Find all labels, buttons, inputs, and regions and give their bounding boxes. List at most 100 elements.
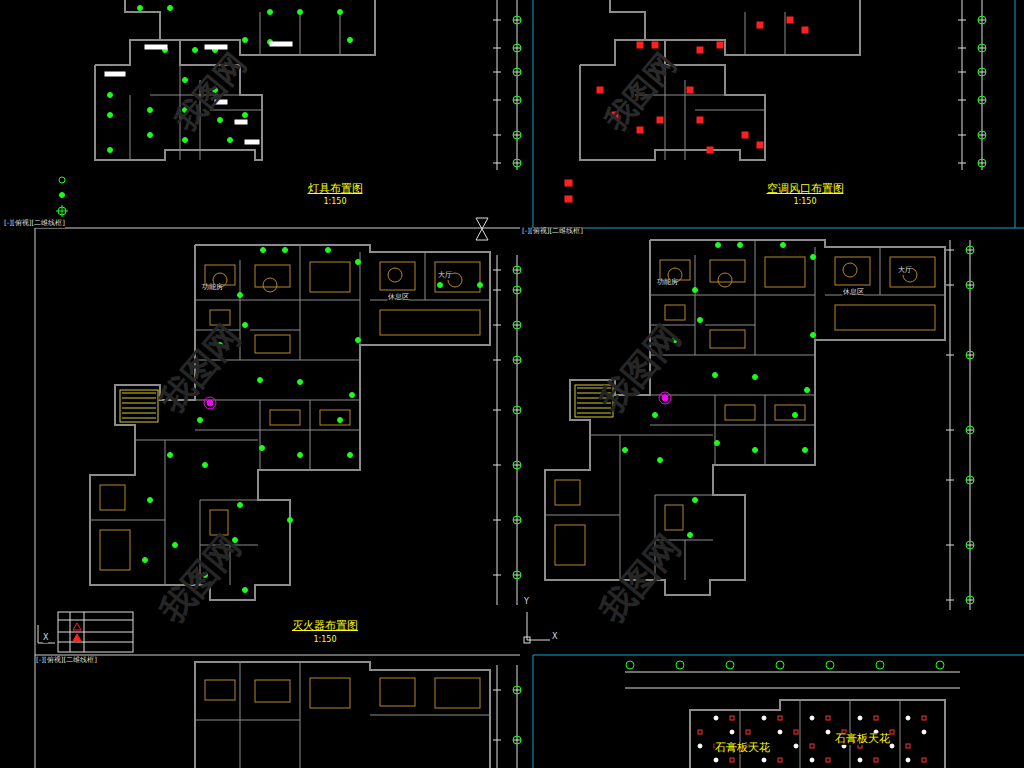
wall-line <box>695 255 696 355</box>
grid-bubble <box>513 286 521 294</box>
extinguisher-dot <box>198 418 203 423</box>
grid-bubble <box>978 16 986 24</box>
legend-symbol <box>73 623 81 630</box>
light-dot <box>218 118 223 123</box>
ceiling-light <box>858 758 862 762</box>
hydrant-symbol <box>662 395 668 401</box>
wall-line <box>195 720 300 721</box>
dimension-line <box>517 0 518 170</box>
dimension-tick <box>966 250 974 251</box>
grid-bubble <box>966 596 974 604</box>
wall-line <box>90 520 165 521</box>
extinguisher-dot <box>698 318 703 323</box>
extinguisher-dot <box>753 448 758 453</box>
dimension-line <box>982 0 983 170</box>
light-panel <box>145 45 167 49</box>
wall-line <box>685 540 686 580</box>
light-dot <box>243 113 248 118</box>
wall-line <box>685 80 686 160</box>
dimension-tick <box>978 163 986 164</box>
light-dot <box>183 138 188 143</box>
scale-text: 1:150 <box>313 636 336 645</box>
furniture <box>835 257 870 285</box>
wall-line <box>785 12 786 55</box>
light-dot <box>348 38 353 43</box>
wall-line <box>300 12 301 55</box>
extinguisher-dot <box>348 453 353 458</box>
grid-bubble <box>978 96 986 104</box>
furniture <box>843 263 857 277</box>
ceiling-note: 石膏板天花 <box>715 742 770 754</box>
axis-icon <box>527 612 528 640</box>
extinguisher-dot <box>805 388 810 393</box>
ceiling-light <box>762 758 766 762</box>
extinguisher-dot <box>738 243 743 248</box>
wall-line <box>425 252 426 300</box>
ceiling-light <box>746 730 750 734</box>
furniture <box>890 257 935 287</box>
ceiling-light <box>762 716 766 720</box>
legend-table <box>58 632 133 633</box>
grid-bubble <box>513 16 521 24</box>
extinguisher-dot <box>356 338 361 343</box>
extinguisher-dot <box>143 558 148 563</box>
vent-mark <box>637 42 643 48</box>
wall-line <box>260 12 261 55</box>
dimension-tick <box>513 690 521 691</box>
frame-line <box>35 228 520 229</box>
hydrant-symbol <box>659 392 671 404</box>
ceiling-light <box>858 716 862 720</box>
viewport-label: [-][俯视][二维线框] <box>522 228 583 236</box>
wall-line <box>300 245 301 360</box>
ceiling-light <box>826 730 830 734</box>
extinguisher-dot <box>298 380 303 385</box>
extinguisher-dot <box>688 533 693 538</box>
extinguisher-dot <box>243 323 248 328</box>
furniture <box>665 305 685 320</box>
ceiling-light <box>810 744 814 748</box>
dimension-line <box>517 255 518 605</box>
extinguisher-dot <box>258 378 263 383</box>
extinguisher-dot <box>203 463 208 468</box>
grid-bubble <box>966 426 974 434</box>
wall-line <box>130 95 131 160</box>
grid-bubble <box>626 661 634 669</box>
section-mark <box>476 218 488 240</box>
dimension-tick <box>513 360 521 361</box>
furniture <box>710 260 745 282</box>
furniture <box>255 335 290 353</box>
wall-line <box>650 295 755 296</box>
wall-line <box>210 110 262 111</box>
wall-line <box>95 40 160 65</box>
legend-symbol <box>565 196 572 202</box>
wall-line <box>765 395 766 465</box>
extinguisher-dot <box>326 248 331 253</box>
grid-bubble <box>513 406 521 414</box>
light-dot <box>338 10 343 15</box>
wall-line <box>165 440 166 585</box>
light-dot <box>148 108 153 113</box>
wall-line <box>815 247 816 340</box>
stair <box>122 398 156 399</box>
dimension-tick <box>958 20 966 21</box>
dimension-tick <box>513 20 521 21</box>
furniture <box>320 410 350 425</box>
ceiling-light <box>778 730 782 734</box>
grid-bubble <box>966 351 974 359</box>
wall-line <box>195 430 360 431</box>
wall-line <box>800 700 801 768</box>
dimension-tick <box>493 325 501 326</box>
frame-line <box>35 655 36 768</box>
ceiling-light <box>714 758 718 762</box>
scale-text: 1:150 <box>793 198 816 207</box>
legend-table <box>58 612 133 652</box>
extinguisher-dot <box>811 333 816 338</box>
light-dot <box>228 138 233 143</box>
dimension-tick <box>513 72 521 73</box>
ceiling-light <box>730 758 734 762</box>
furniture <box>835 305 935 330</box>
dimension-tick <box>958 163 966 164</box>
light-dot <box>168 6 173 11</box>
furniture <box>310 262 350 292</box>
wall-line <box>310 400 311 470</box>
